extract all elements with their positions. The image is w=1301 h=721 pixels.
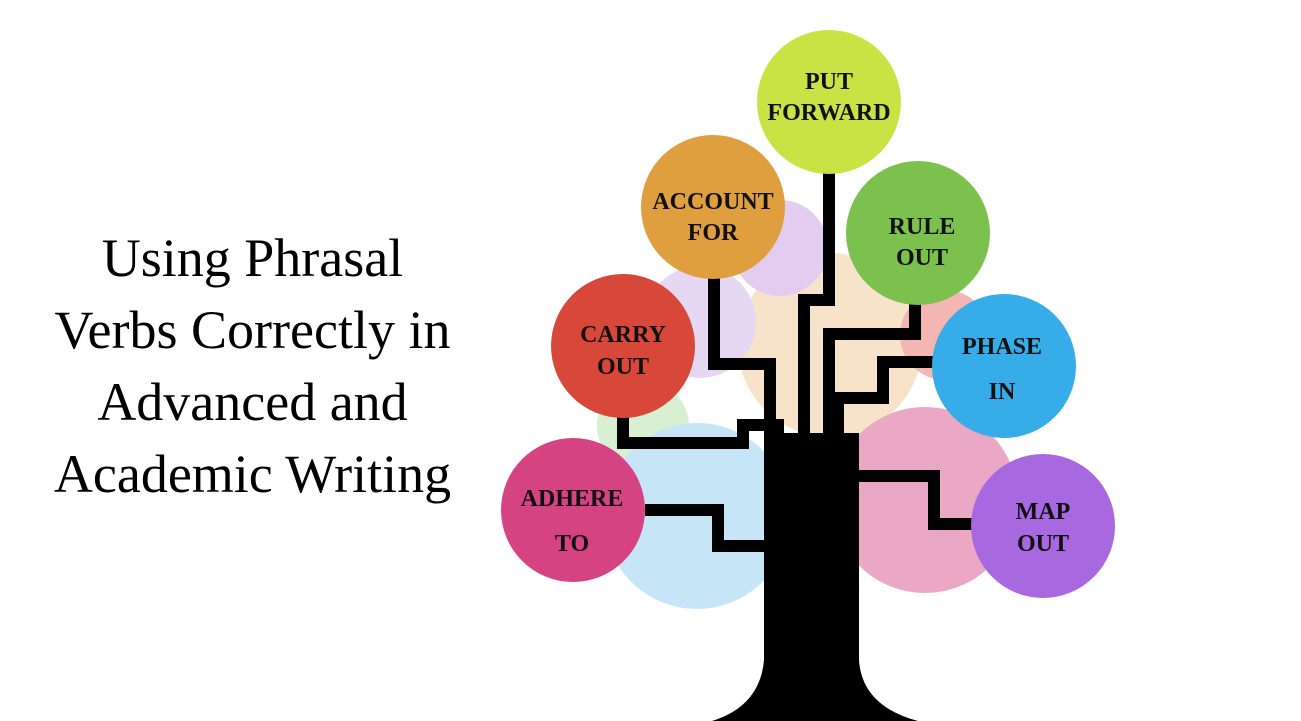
leaf-carry-out-circle <box>551 274 695 418</box>
page-title: Using Phrasal Verbs Correctly in Advance… <box>20 222 485 510</box>
branch-phase-in <box>832 356 938 440</box>
title-line-4: Academic Writing <box>53 444 452 504</box>
tree-branches <box>617 172 975 552</box>
leaf-account-for-label-2: FOR <box>688 220 739 246</box>
leaf-rule-out-label-2: OUT <box>896 245 948 271</box>
leaf-adhere-to-circle <box>501 438 645 582</box>
leaf-phase-in-circle <box>932 294 1076 438</box>
leaf-put-forward-label-2: FORWARD <box>767 100 890 126</box>
leaf-phase-in-label-1: PHASE <box>962 334 1042 360</box>
leaf-rule-out-circle <box>846 161 990 305</box>
title-line-2: Verbs Correctly in <box>54 300 451 360</box>
leaf-carry-out-label-1: CARRY <box>580 322 666 348</box>
title-line-1: Using Phrasal <box>101 228 404 288</box>
leaf-account-for-label-1: ACCOUNT <box>652 189 773 215</box>
leaf-map-out-label-2: OUT <box>1017 531 1069 557</box>
leaf-phase-in-label-2: IN <box>989 379 1016 405</box>
leaf-adhere-to-label-2: TO <box>555 531 589 557</box>
leaf-rule-out-label-1: RULE <box>889 214 956 240</box>
leaf-account-for-circle <box>641 135 785 279</box>
tree-trunk <box>712 433 918 721</box>
leaf-map-out-circle <box>971 454 1115 598</box>
leaf-carry-out-label-2: OUT <box>597 354 649 380</box>
leaf-adhere-to: ADHERE TO <box>501 438 645 582</box>
leaf-put-forward-circle <box>757 30 901 174</box>
branch-put-forward <box>798 172 835 440</box>
leaf-adhere-to-label-1: ADHERE <box>521 486 624 512</box>
branch-map-out <box>855 470 975 530</box>
leaf-put-forward-label-1: PUT <box>805 69 853 95</box>
leaf-account-for: ACCOUNT FOR <box>641 135 785 279</box>
leaf-carry-out: CARRY OUT <box>551 274 695 418</box>
branch-adhere-to <box>645 504 775 552</box>
leaf-phase-in: PHASE IN <box>932 294 1076 438</box>
branch-rule-out <box>823 302 921 440</box>
bg-bubble-pink <box>832 407 1018 593</box>
branch-carry-out <box>617 415 784 449</box>
leaf-map-out-label-1: MAP <box>1016 499 1071 525</box>
leaf-rule-out: RULE OUT <box>846 161 990 305</box>
title-line-3: Advanced and <box>97 372 408 432</box>
leaf-put-forward: PUT FORWARD <box>757 30 901 174</box>
leaf-map-out: MAP OUT <box>971 454 1115 598</box>
branch-account-for <box>708 275 776 440</box>
